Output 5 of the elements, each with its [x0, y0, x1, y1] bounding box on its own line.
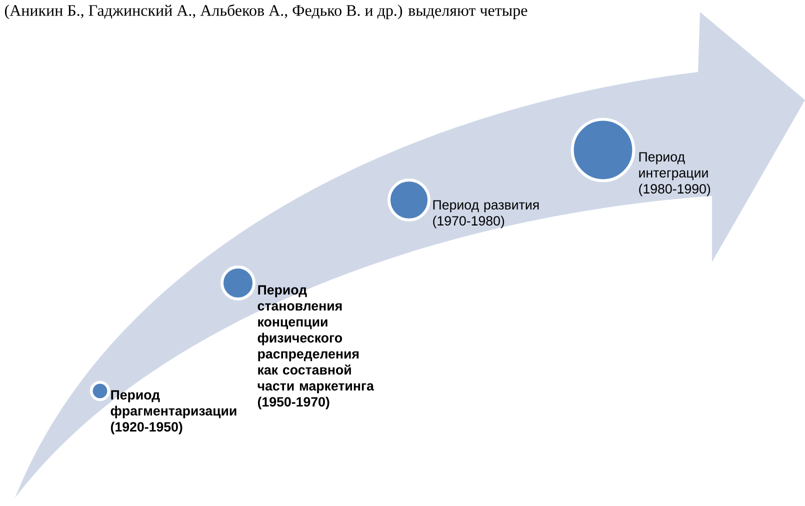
period-label: Период развития (1970-1980) — [433, 200, 539, 228]
citation-text: (Аникин Б., Гаджинский А., Альбеков А., Федько В. и др.) выделяют четыре — [4, 4, 528, 20]
period-label: Период фрагментаризации (1920-1950) — [110, 390, 236, 434]
period-label: Период становления концепции физического распределения как составной части маркетинга (1950-1970) — [258, 285, 374, 410]
period-label: Период интеграции (1980-1990) — [639, 152, 710, 196]
